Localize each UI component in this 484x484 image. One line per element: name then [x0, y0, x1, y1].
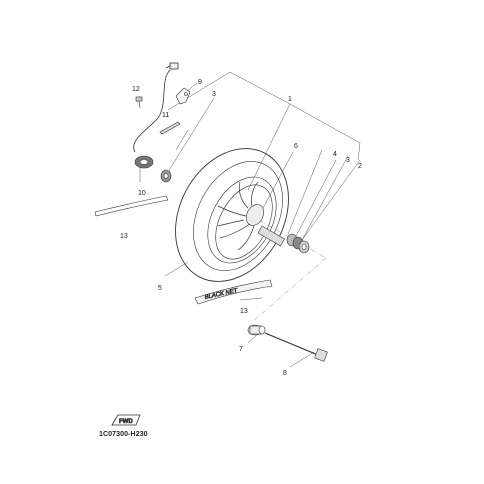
callout-13-upper: 13	[120, 233, 128, 240]
fwd-label: FWD	[119, 419, 133, 425]
axle-spacer-6	[257, 225, 285, 247]
axle-bolt-8	[264, 332, 328, 362]
callout-2: 2	[358, 163, 362, 170]
sensor-cable	[133, 62, 179, 153]
fwd-arrow-icon: FWD	[111, 414, 141, 426]
tire-outer	[175, 148, 289, 282]
callout-13-lower: 13	[240, 308, 248, 315]
hub	[245, 204, 265, 226]
sensor-connector	[169, 62, 179, 70]
callout-4: 4	[333, 151, 337, 158]
callout-3-right: 3	[346, 157, 350, 164]
callout-9: 9	[198, 79, 202, 86]
speedo-gear-unit	[134, 155, 154, 169]
clamp-9	[175, 87, 191, 105]
callout-5: 5	[158, 285, 162, 292]
callout-10: 10	[138, 190, 146, 197]
strip-13-upper	[94, 195, 169, 217]
wheel-spokes	[217, 181, 259, 251]
bearing-stack	[286, 233, 310, 254]
seal-2-hole	[301, 244, 307, 250]
wheel-assembly	[175, 148, 289, 282]
callout-12: 12	[132, 86, 140, 93]
collar-7	[247, 324, 266, 336]
callout-8: 8	[283, 370, 287, 377]
bearing-left	[160, 169, 172, 183]
callout-7: 7	[239, 346, 243, 353]
callout-1: 1	[288, 96, 292, 103]
callout-3-top: 3	[212, 91, 216, 98]
diagram-part-code: 1C07300-H230	[99, 431, 148, 438]
decal-13-lower: BLACK NET	[194, 279, 273, 305]
cable-tie-11	[159, 121, 181, 135]
callout-6: 6	[294, 143, 298, 150]
screw-12	[135, 96, 143, 109]
tire-inner	[193, 161, 283, 271]
callout-11: 11	[162, 112, 169, 119]
rim-inner	[215, 184, 273, 260]
callout-numbers: 1 3 6 4 3 2 9 12 11 10 13 5 13 7 8	[120, 79, 362, 377]
decal-text: BLACK NET	[204, 288, 239, 301]
rim-outer	[207, 176, 277, 264]
